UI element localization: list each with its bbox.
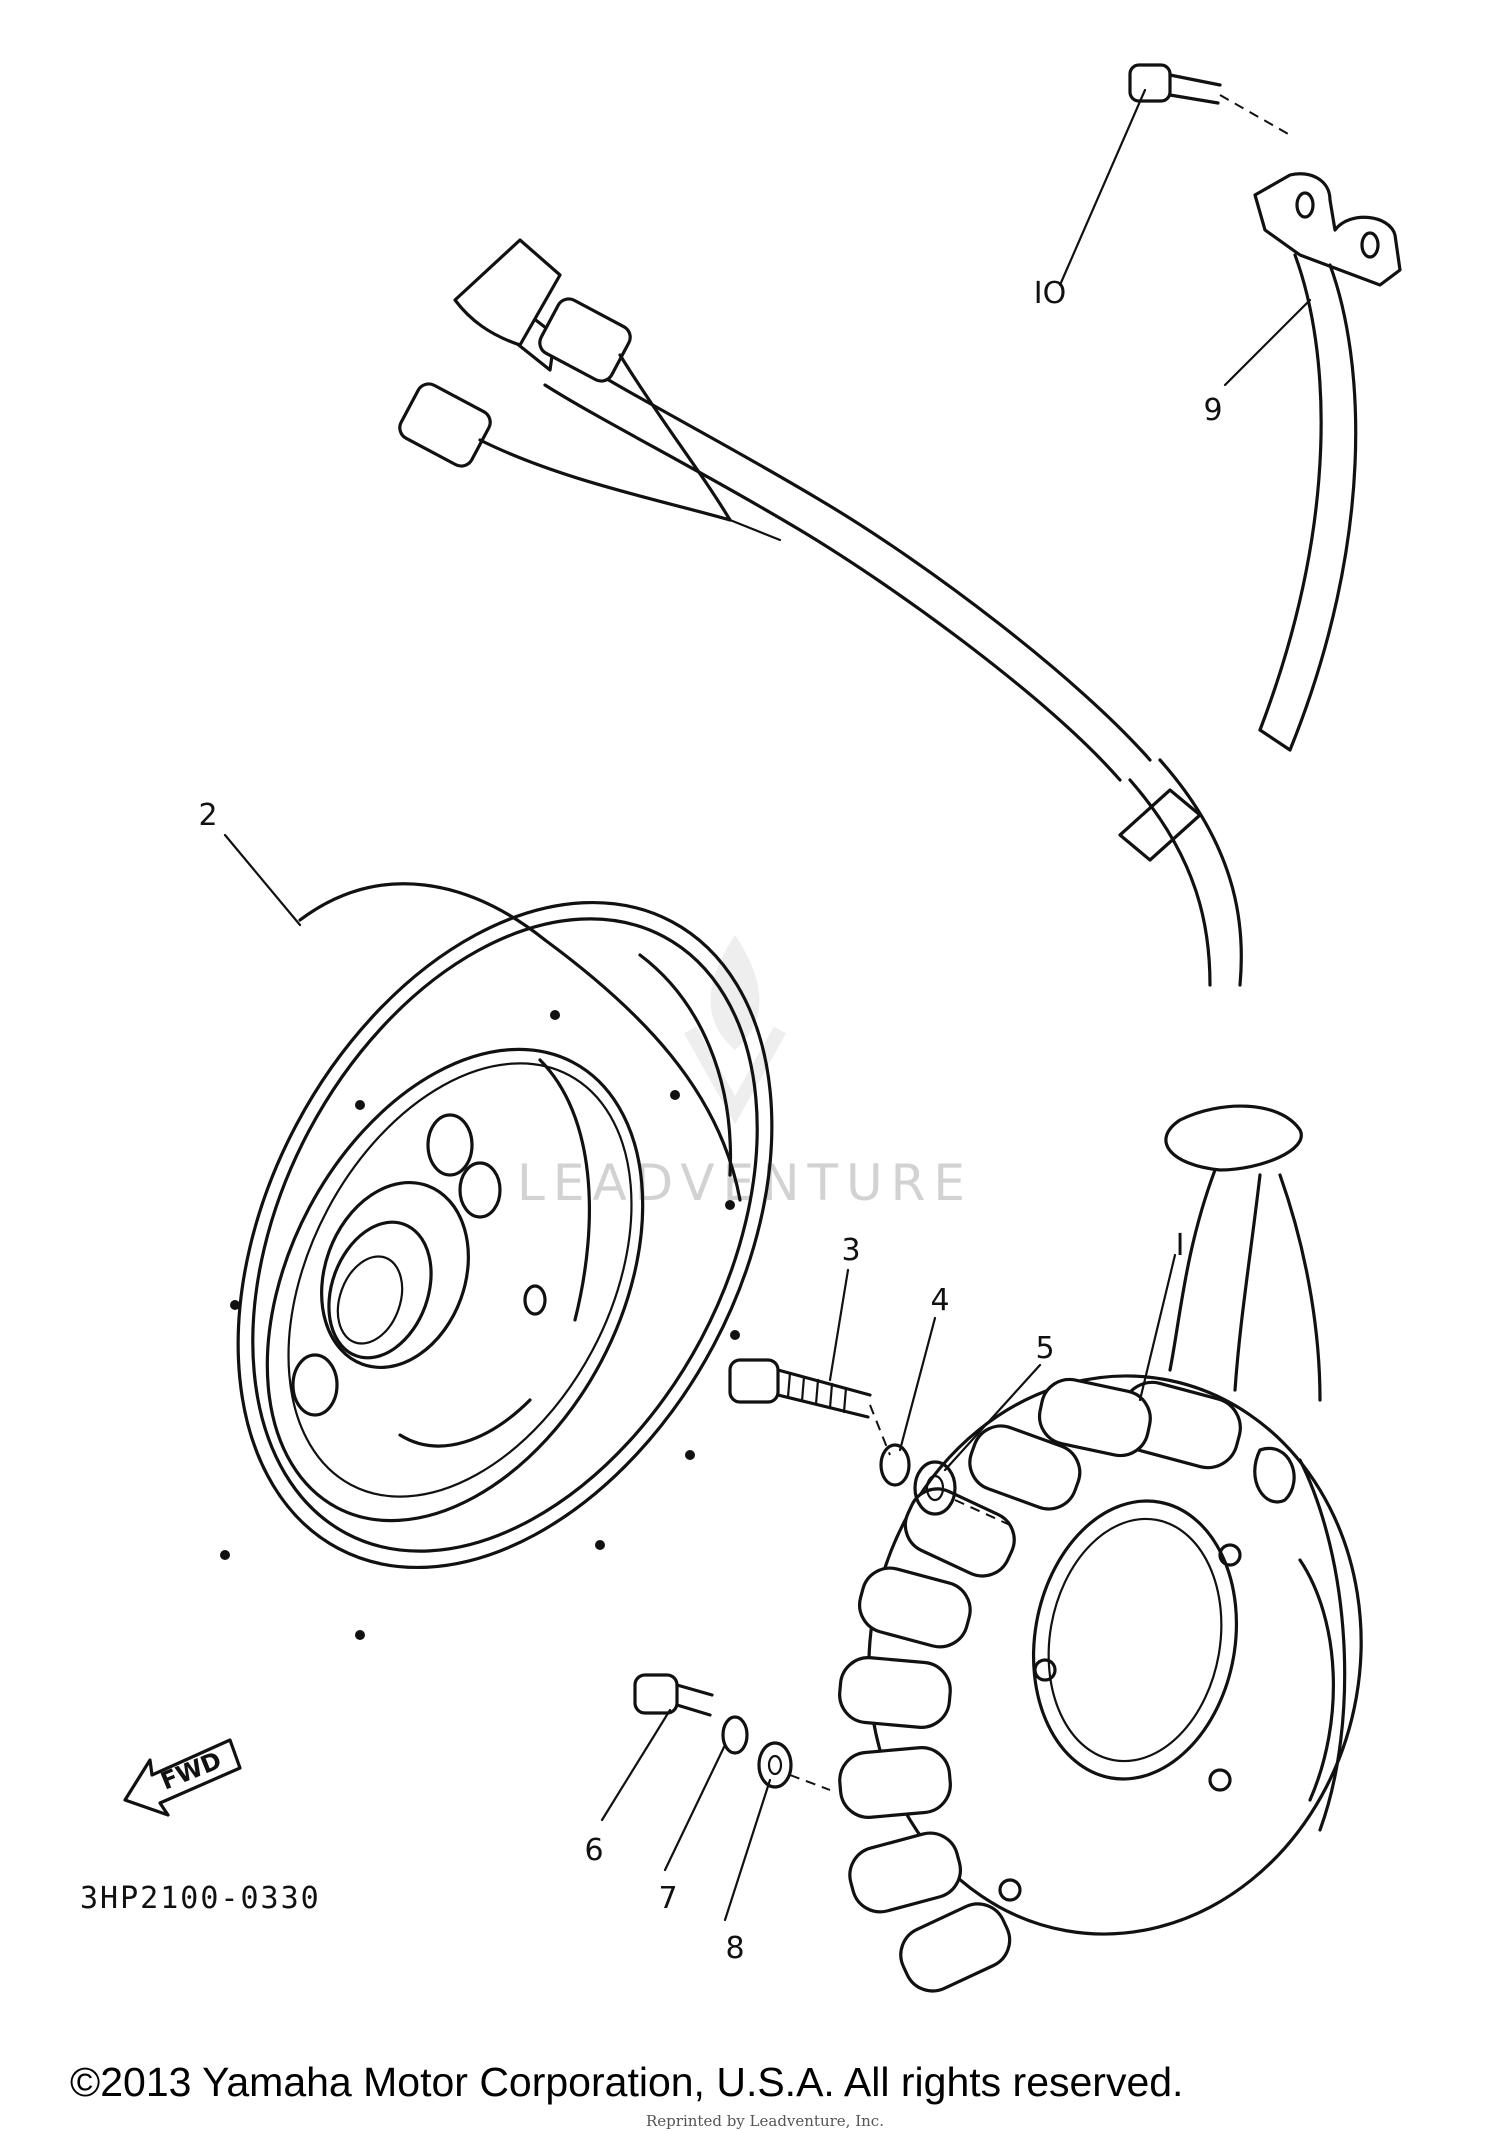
stator-assembly bbox=[543, 348, 1363, 1993]
clamp-bracket bbox=[1253, 172, 1402, 752]
assembly-guide-lines bbox=[789, 94, 1291, 1791]
washer-4 bbox=[879, 1443, 911, 1487]
screw-10 bbox=[1128, 63, 1222, 105]
watermark-text: LEADVENTURE bbox=[517, 1154, 973, 1212]
watermark: LEADVENTURE bbox=[517, 935, 973, 1212]
washer-8 bbox=[757, 1741, 793, 1789]
callout-7: 7 bbox=[658, 1881, 677, 1916]
bolt-6 bbox=[633, 1673, 714, 1717]
washer-7 bbox=[721, 1715, 749, 1755]
flame-logo-icon bbox=[683, 935, 787, 1125]
drawing-code: 3HP2100-0330 bbox=[80, 1881, 321, 1916]
callout-2: 2 bbox=[198, 798, 217, 833]
callout-6: 6 bbox=[584, 1833, 603, 1868]
callout-10: IO bbox=[1034, 276, 1066, 311]
callout-3: 3 bbox=[841, 1233, 860, 1268]
callout-9: 9 bbox=[1203, 393, 1222, 428]
callout-4: 4 bbox=[930, 1283, 949, 1318]
copyright-notice: ©2013 Yamaha Motor Corporation, U.S.A. A… bbox=[70, 2059, 1183, 2105]
leader-lines bbox=[223, 88, 1312, 1922]
washer-5 bbox=[913, 1460, 957, 1516]
callout-5: 5 bbox=[1035, 1331, 1054, 1366]
callouts: I 2 3 4 5 6 7 8 9 IO bbox=[198, 276, 1222, 1966]
flywheel-rotor bbox=[220, 882, 774, 1640]
callout-1: I bbox=[1176, 1228, 1185, 1263]
fwd-arrow: FWD bbox=[123, 1738, 242, 1817]
wire-harness bbox=[398, 238, 782, 542]
reprint-notice: Reprinted by Leadventure, Inc. bbox=[646, 2112, 884, 2130]
bolt-3 bbox=[728, 1358, 872, 1419]
callout-8: 8 bbox=[725, 1931, 744, 1966]
